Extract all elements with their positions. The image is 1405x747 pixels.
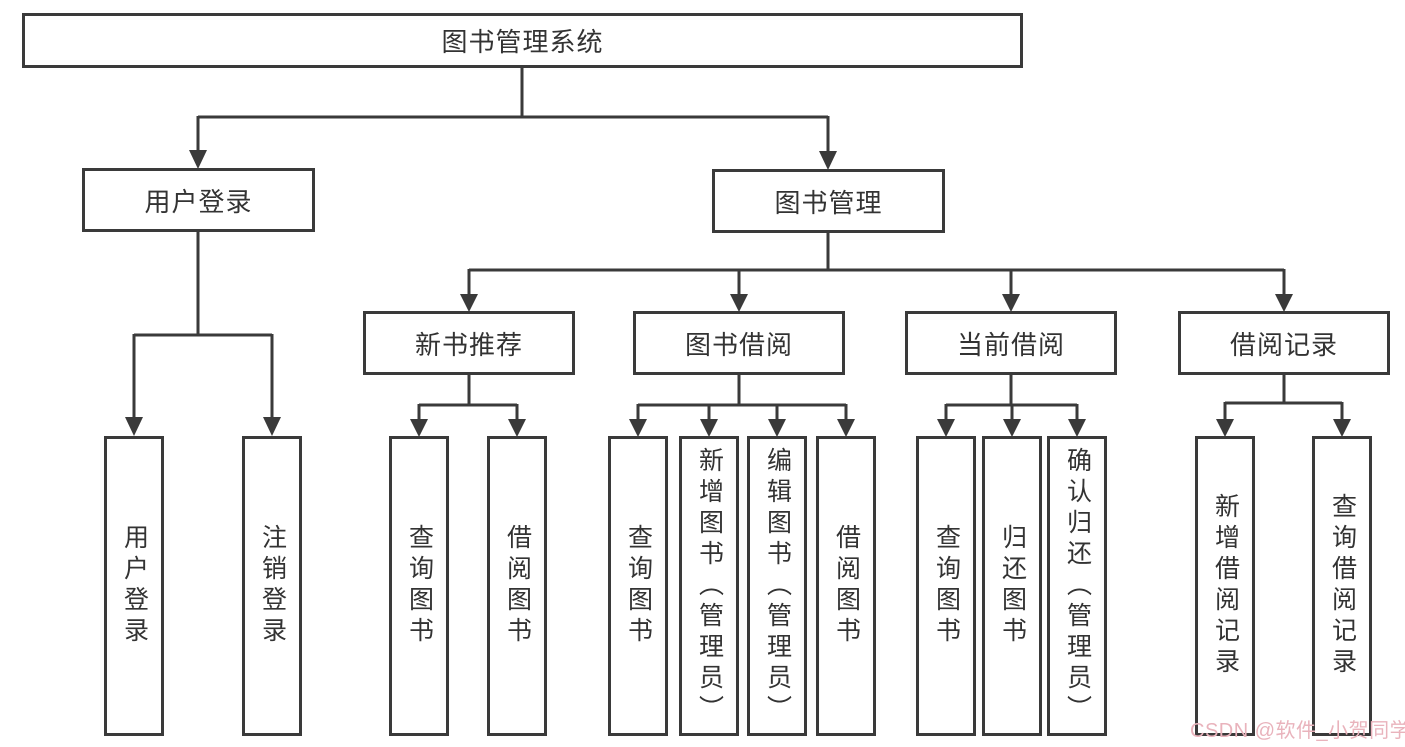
leaf-bb-query-books: 查询图书	[608, 436, 668, 736]
node-current-borrow: 当前借阅	[905, 311, 1117, 375]
node-label: 图书借阅	[684, 329, 793, 360]
leaf-nbr-borrow-books: 借阅图书	[487, 436, 547, 736]
node-label: 当前借阅	[956, 329, 1065, 360]
node-label: 图书管理	[774, 187, 883, 218]
node-label: 确认归还（管理员）	[1063, 446, 1092, 726]
node-label: 图书管理系统	[441, 27, 604, 57]
node-new-book-recommend: 新书推荐	[363, 311, 575, 375]
node-user-login: 用户登录	[82, 168, 315, 232]
node-label: 编辑图书（管理员）	[763, 446, 792, 726]
leaf-bb-add-books-admin: 新增图书（管理员）	[679, 436, 739, 736]
leaf-cb-return-books: 归还图书	[982, 436, 1042, 736]
leaf-cb-confirm-return-admin: 确认归还（管理员）	[1047, 436, 1107, 736]
node-label: 新增图书（管理员）	[695, 446, 724, 726]
node-label: 新书推荐	[414, 329, 523, 360]
leaf-logout: 注销登录	[242, 436, 302, 736]
node-label: 归还图书	[998, 524, 1027, 648]
node-label: 查询图书	[624, 524, 653, 648]
leaf-nbr-query-books: 查询图书	[389, 436, 449, 736]
leaf-br-query-record: 查询借阅记录	[1312, 436, 1372, 736]
node-label: 借阅图书	[832, 524, 861, 648]
node-book-borrow: 图书借阅	[633, 311, 845, 375]
node-label: 借阅记录	[1229, 329, 1338, 360]
node-label: 用户登录	[144, 186, 253, 217]
node-label: 用户登录	[120, 524, 149, 648]
node-label: 查询图书	[932, 524, 961, 648]
node-label: 查询图书	[405, 524, 434, 648]
node-label: 查询借阅记录	[1328, 493, 1357, 679]
node-label: 注销登录	[258, 524, 287, 648]
leaf-br-add-record: 新增借阅记录	[1195, 436, 1255, 736]
leaf-user-login: 用户登录	[104, 436, 164, 736]
leaf-bb-borrow-books: 借阅图书	[816, 436, 876, 736]
leaf-bb-edit-books-admin: 编辑图书（管理员）	[747, 436, 807, 736]
node-root: 图书管理系统	[22, 13, 1023, 68]
csdn-watermark: CSDN @软件_小贺同学	[1190, 720, 1405, 742]
arrowheads	[125, 150, 1351, 437]
node-borrow-records: 借阅记录	[1178, 311, 1390, 375]
node-label: 借阅图书	[503, 524, 532, 648]
node-book-management: 图书管理	[712, 169, 945, 233]
node-label: 新增借阅记录	[1211, 493, 1240, 679]
leaf-cb-query-books: 查询图书	[916, 436, 976, 736]
